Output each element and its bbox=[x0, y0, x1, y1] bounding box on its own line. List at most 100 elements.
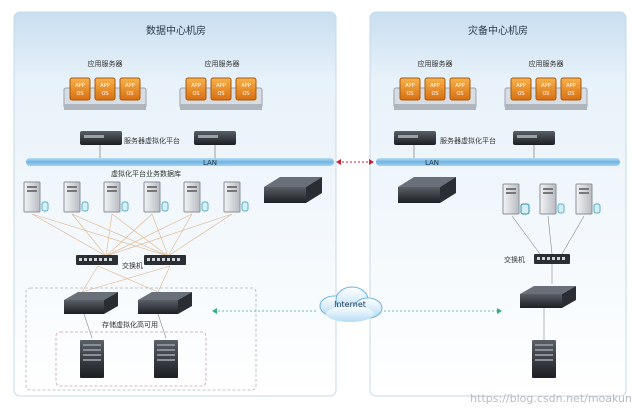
tower-server bbox=[23, 181, 49, 213]
chip-app-text: APP bbox=[75, 83, 84, 89]
storage-array-2 bbox=[154, 340, 178, 378]
app-server-label: 应用服务器 bbox=[529, 59, 564, 68]
virt-server-left-2 bbox=[194, 131, 236, 145]
db-platform-label: 虚拟化平台业务数据库 bbox=[111, 169, 181, 178]
stack-base-front bbox=[394, 104, 476, 110]
switch-label-left: 交换机 bbox=[122, 261, 143, 270]
arrow-right-icon bbox=[497, 308, 502, 314]
link bbox=[561, 215, 585, 255]
virt-platform-label-left: 服务器虚拟化平台 bbox=[124, 136, 180, 145]
arrow-left-icon bbox=[212, 308, 217, 314]
chip-os-text: OS bbox=[217, 91, 224, 97]
tower-server bbox=[223, 181, 249, 213]
chip-app-text: APP bbox=[241, 83, 250, 89]
database-icon bbox=[41, 201, 49, 212]
arrow-left-icon bbox=[336, 159, 341, 165]
stack-base-front bbox=[180, 104, 262, 110]
app-server-group-1: 应用服务器 APP OS APP OS APP OS bbox=[63, 59, 147, 110]
app-os-chip: APP OS bbox=[235, 77, 257, 101]
database-icon bbox=[557, 203, 565, 214]
database-icon bbox=[520, 203, 530, 215]
database-icon bbox=[121, 201, 129, 212]
storage-ha-label: 存储虚拟化高可用 bbox=[102, 320, 158, 329]
app-os-chip: APP OS bbox=[210, 77, 232, 101]
chip-app-text: APP bbox=[430, 83, 439, 89]
virt-server-right-1 bbox=[394, 131, 436, 145]
switch-right bbox=[534, 254, 570, 264]
rack-server-large-left bbox=[264, 177, 322, 203]
app-server-label: 应用服务器 bbox=[205, 59, 240, 68]
chip-os-text: OS bbox=[101, 91, 108, 97]
chip-app-text: APP bbox=[566, 83, 575, 89]
stack-base-front bbox=[64, 104, 146, 110]
chip-app-text: APP bbox=[100, 83, 109, 89]
chip-app-text: APP bbox=[216, 83, 225, 89]
internet-cloud-icon bbox=[319, 286, 383, 322]
link bbox=[157, 313, 167, 339]
app-server-label: 应用服务器 bbox=[418, 59, 453, 68]
lan-label-right: LAN bbox=[425, 159, 439, 167]
app-os-chip: APP OS bbox=[119, 77, 141, 101]
app-server-stack: APP OS APP OS APP OS bbox=[179, 77, 263, 110]
tower-server bbox=[502, 183, 530, 215]
chip-os-text: OS bbox=[192, 91, 199, 97]
chip-os-text: OS bbox=[517, 91, 524, 97]
database-icon bbox=[241, 201, 249, 212]
chip-os-text: OS bbox=[456, 91, 463, 97]
tower-server bbox=[143, 181, 169, 213]
watermark: https://blog.csdn.net/moakun bbox=[470, 392, 632, 405]
app-os-chip: APP OS bbox=[69, 77, 91, 101]
virt-server-right-2 bbox=[513, 131, 555, 145]
switch-left-1 bbox=[76, 255, 118, 265]
arrow-right-icon bbox=[369, 159, 374, 165]
chip-os-text: OS bbox=[76, 91, 83, 97]
chip-os-text: OS bbox=[242, 91, 249, 97]
tower-server bbox=[103, 181, 129, 213]
storage-array-right bbox=[532, 340, 556, 378]
chip-app-text: APP bbox=[191, 83, 200, 89]
app-os-chip: APP OS bbox=[94, 77, 116, 101]
app-server-group-2: 应用服务器 APP OS APP OS APP OS bbox=[179, 59, 263, 110]
tower-switch-links bbox=[31, 213, 233, 257]
app-os-chip: APP OS bbox=[449, 77, 471, 101]
storage-region bbox=[25, 287, 257, 391]
lan-bar-left bbox=[26, 158, 334, 166]
tower-server bbox=[183, 181, 209, 213]
rack-server-front bbox=[398, 135, 418, 138]
tower-server bbox=[575, 183, 601, 215]
chip-app-text: APP bbox=[405, 83, 414, 89]
left-panel bbox=[13, 11, 337, 397]
chip-os-text: OS bbox=[431, 91, 438, 97]
virt-platform-label-right: 服务器虚拟化平台 bbox=[440, 136, 496, 145]
right-panel-title: 灾备中心机房 bbox=[468, 24, 528, 37]
app-os-chip: APP OS bbox=[185, 77, 207, 101]
link bbox=[547, 215, 553, 255]
storage-array-1 bbox=[80, 340, 104, 378]
chip-app-text: APP bbox=[125, 83, 134, 89]
lan-label-left: LAN bbox=[203, 159, 217, 167]
storage-controller-1 bbox=[64, 292, 118, 314]
chip-app-text: APP bbox=[455, 83, 464, 89]
app-server-stack: APP OS APP OS APP OS bbox=[63, 77, 147, 110]
tower-server bbox=[63, 181, 89, 213]
link bbox=[511, 215, 541, 255]
chip-os-text: OS bbox=[126, 91, 133, 97]
app-server-label: 应用服务器 bbox=[88, 59, 123, 68]
tower-server bbox=[539, 183, 565, 215]
link bbox=[83, 313, 93, 339]
chip-os-text: OS bbox=[567, 91, 574, 97]
storage-controller-right bbox=[520, 286, 576, 308]
left-panel-title: 数据中心机房 bbox=[146, 24, 206, 37]
database-icon bbox=[593, 203, 601, 214]
chip-app-text: APP bbox=[516, 83, 525, 89]
app-os-chip: APP OS bbox=[424, 77, 446, 101]
internet-label: Internet bbox=[334, 300, 366, 309]
rack-server-front bbox=[517, 135, 537, 138]
